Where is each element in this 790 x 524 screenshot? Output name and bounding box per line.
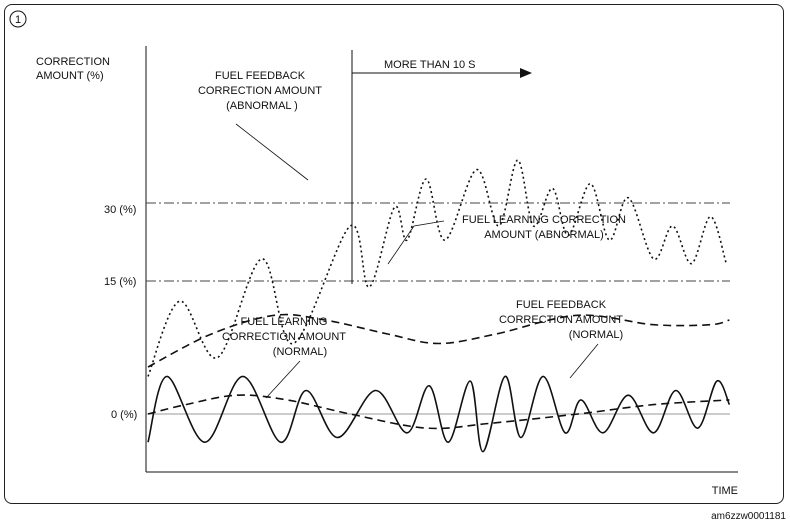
annotation-lrn-normal-line3: (NORMAL) [273, 346, 327, 358]
x-axis-title: TIME [712, 485, 738, 497]
annotation-fb-abnormal-line2: CORRECTION AMOUNT [198, 85, 322, 97]
fuel-feedback-abnormal-curve [147, 159, 728, 377]
ref-label-15: 15 (%) [104, 276, 136, 288]
fuel-feedback-normal-curve [147, 375, 731, 453]
fuel-learning-normal-curve [147, 394, 730, 430]
leader-lrn-abnormal [387, 220, 445, 265]
annotation-lrn-abnormal-line1: FUEL LEARNING CORRECTION [462, 214, 626, 226]
leader-lrn-normal [265, 360, 301, 399]
annotation-fb-normal-line3: (NORMAL) [569, 329, 623, 341]
leader-fb-abnormal [235, 123, 309, 181]
ref-label-0: 0 (%) [111, 409, 137, 421]
annotation-fb-abnormal-line1: FUEL FEEDBACK [215, 70, 306, 82]
duration-marker-label: MORE THAN 10 S [384, 59, 476, 71]
annotation-fb-normal-line2: CORRECTION AMOUNT [499, 314, 623, 326]
ref-label-30: 30 (%) [104, 204, 136, 216]
annotation-fb-abnormal-line3: (ABNORMAL ) [226, 100, 298, 112]
figure-frame [4, 4, 784, 504]
figure-number-circle [9, 10, 27, 28]
y-axis-title-line1: CORRECTION [36, 56, 110, 68]
annotation-lrn-abnormal-line2: AMOUNT (ABNORMAL) [484, 229, 604, 241]
figure-caption-code: am6zzw0001181 [711, 511, 786, 522]
leader-fb-normal [569, 343, 599, 379]
figure-number: 1 [15, 14, 21, 26]
annotation-fb-normal-line1: FUEL FEEDBACK [516, 299, 607, 311]
y-axis-title-line2: AMOUNT (%) [36, 70, 104, 82]
annotation-lrn-normal-line1: FUEL LEARNING [240, 316, 327, 328]
fuel-learning-abnormal-curve [147, 313, 730, 368]
annotation-lrn-normal-line2: CORRECTION AMOUNT [222, 331, 346, 343]
